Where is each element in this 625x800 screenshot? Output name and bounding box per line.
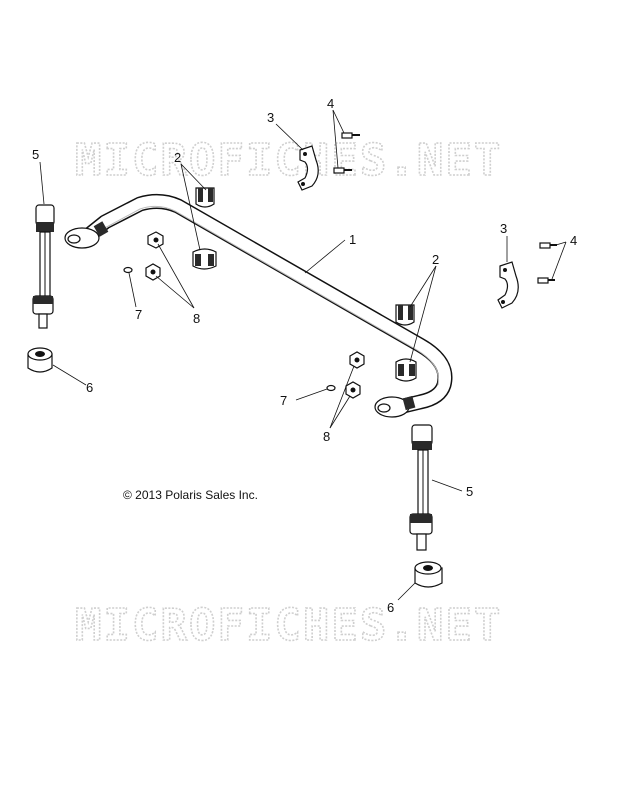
nut-left-a: [147, 231, 164, 249]
callout-7-right: 7: [280, 393, 287, 408]
copyright-notice: © 2013 Polaris Sales Inc.: [123, 488, 258, 502]
nut-right-a: [349, 351, 365, 369]
leader-lines: [39, 109, 567, 601]
watermark-top: MICROFICHES.NET: [75, 135, 502, 186]
callout-1: 1: [349, 232, 356, 247]
callout-2-upper: 2: [174, 150, 181, 165]
callout-2-right: 2: [432, 252, 439, 267]
grommet-left: [27, 347, 53, 373]
callout-6-right: 6: [387, 600, 394, 615]
callout-8-right: 8: [323, 429, 330, 444]
washer-left: [123, 266, 133, 274]
callout-8-left: 8: [193, 311, 200, 326]
callout-4-upper: 4: [327, 96, 334, 111]
callout-5-left: 5: [32, 147, 39, 162]
callout-6-left: 6: [86, 380, 93, 395]
callout-3-right: 3: [500, 221, 507, 236]
nut-right-b: [345, 381, 361, 399]
washer-right: [326, 384, 336, 392]
bolt-right-a: [539, 242, 557, 249]
bracket-right: [497, 261, 519, 309]
bolt-upper-a: [341, 132, 360, 139]
grommet-right: [414, 561, 443, 588]
end-link-left: [32, 204, 55, 329]
bolt-right-b: [537, 277, 555, 284]
callout-3-upper: 3: [267, 110, 274, 125]
callout-5-right: 5: [466, 484, 473, 499]
callout-4-right: 4: [570, 233, 577, 248]
end-link-right: [409, 424, 433, 551]
stabilizer-bar: [64, 193, 453, 418]
bushing-upper-left: [192, 187, 217, 270]
bushing-right: [395, 304, 417, 382]
bolt-upper-b: [333, 167, 352, 174]
callout-7-left: 7: [135, 307, 142, 322]
watermark-bottom: MICROFICHES.NET: [75, 600, 502, 651]
bracket-upper: [297, 145, 319, 191]
